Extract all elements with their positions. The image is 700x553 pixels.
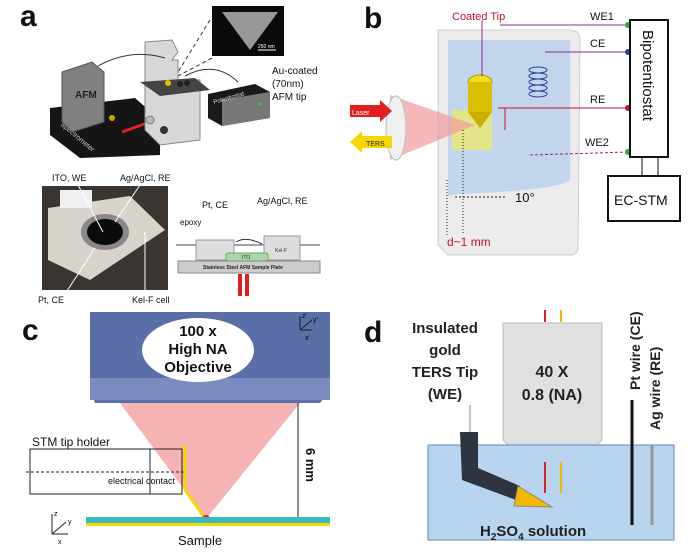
axis-x: x [58,539,62,546]
panel-d: d Insulated gold TERS Tip (WE) 40 X 0.8 … [364,310,675,543]
sample-stage [140,78,210,96]
we1-label: WE1 [590,11,614,23]
inset-pointer-line [177,19,211,73]
objective-line2: High NA [168,341,227,358]
kelf-left [195,239,235,261]
tip-caption-line2: (70nm) [272,79,304,90]
axis-x-prime: x' [305,335,310,342]
axis-z: z [54,511,58,518]
schematic-label-epoxy: epoxy [180,218,201,227]
pt-wire-label: Pt wire (CE) [627,311,643,390]
axes-icon [51,514,68,535]
ters-label: TERS [366,141,385,148]
bipotentiostat-box [629,19,669,158]
tip-caption-line1: Au-coated [272,66,318,77]
schematic-label-ag-re: Ag/AgCl, RE [257,196,308,206]
objective-ring [90,378,330,400]
distance-label: d~1 mm [447,235,491,249]
focus-cone [120,403,300,519]
re-label: RE [590,94,605,106]
photo-label-ag-re: Ag/AgCl, RE [120,173,171,183]
schematic-label-ito: ITO [242,255,250,261]
panel-a: a 250 nm Spectrometer AFM Potentiostat A… [20,0,321,305]
objective-40x-line1: 40 X [536,364,569,381]
potentiostat-front [222,92,270,126]
ters-tip-gold [513,485,554,508]
tip-label-line3: TERS Tip [412,364,478,381]
axis-z-prime: z' [302,313,307,320]
kelf-right [263,235,301,261]
axes-primed-icon [299,316,313,331]
laser-arrow [350,100,392,122]
sem-tip-image [222,12,278,50]
panel-letter-d: d [364,316,382,349]
ag-wire-label: Ag wire (RE) [647,347,663,430]
schematic-label-pt-ce: Pt, CE [202,200,228,210]
axis-y: y [68,519,72,526]
panel-letter-b: b [364,2,382,35]
laser-label: Laser [352,110,370,117]
tip-label-line4: (WE) [428,386,462,403]
afm-label: AFM [75,90,97,101]
sample-plate [177,260,321,274]
solution-label: H2SO4 solution [480,523,586,543]
panel-letter-c: c [22,314,39,347]
ters-arrow [350,131,392,153]
panel-b: b Coated Tip Laser TERS WE1 CE RE WE2 Bi… [350,2,681,256]
coated-tip [468,82,492,112]
ce-label: CE [590,38,605,50]
inset-pointer-line [177,57,213,77]
ce-coil [528,66,548,98]
photo-label-pt-ce: Pt, CE [38,295,64,305]
objective-40x-line2: 0.8 (NA) [522,387,582,404]
schematic-label-kelf: Kel-F [275,248,287,254]
bipotentiostat-label: Bipotentiostat [639,30,656,122]
sample-surface [86,517,330,523]
schematic-label-plate: Stainless Steel AFM Sample Plate [203,265,283,271]
sample-label: Sample [178,533,222,548]
ters-tip-body [460,432,520,500]
photo-label-ito-we: ITO, WE [52,173,86,183]
photo-label-kelf-cell: Kel-F cell [132,295,170,305]
tip-holder-label: STM tip holder [32,435,110,449]
laser-cone [390,95,475,160]
ec-stm-box [607,175,681,222]
we2-label: WE2 [585,137,609,149]
panel-c: c 100 x High NA Objective STM tip holder… [22,312,330,548]
cell-well [87,219,123,245]
tip-label-line1: Insulated [412,320,478,337]
ec-stm-label: EC-STM [614,192,668,208]
objective-line1: 100 x [179,323,217,340]
arrow-down [238,274,242,296]
electrical-contact-label: electrical contact [108,476,176,486]
objective-window [142,318,254,382]
tip-caption-line3: AFM tip [272,92,307,103]
sem-scale-label: 250 nm [258,44,275,50]
tip-label-line2: gold [429,342,461,359]
arrow-up [245,274,249,296]
objective-line3: Objective [164,359,232,376]
angle-label: 10° [515,190,535,205]
spectrometer-knob [109,115,115,121]
coated-tip-label: Coated Tip [452,11,505,23]
panel-letter-a: a [20,0,37,33]
cable [97,53,166,67]
cable [184,68,239,83]
objective-lens [385,95,407,161]
stm-tip [183,445,206,518]
afm-tip-marker [165,80,171,86]
axis-y-prime: y' [313,317,318,324]
height-label: 6 mm [303,448,318,482]
afm-unit [61,61,105,133]
